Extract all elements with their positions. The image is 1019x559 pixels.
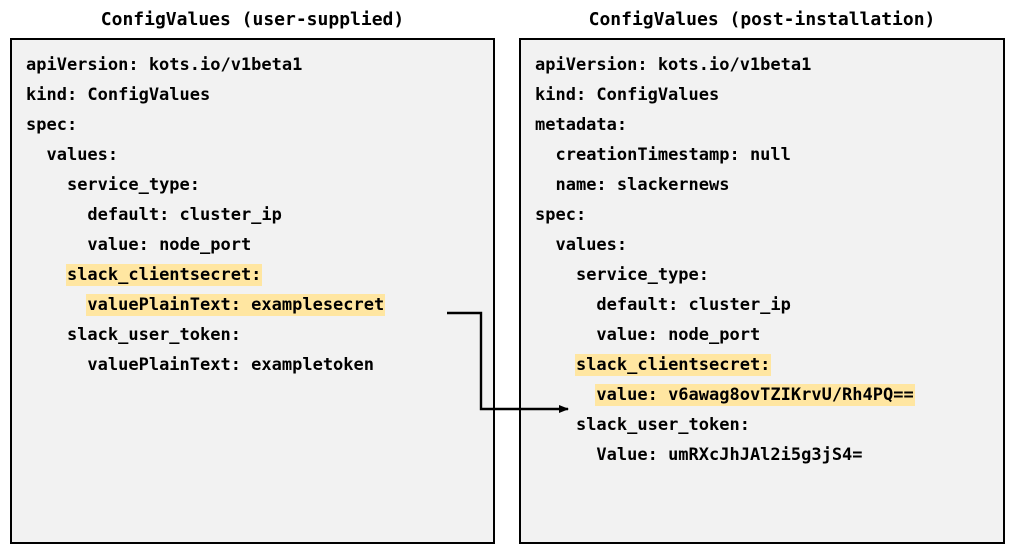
code-indent [26,175,67,195]
panel-title-user-supplied: ConfigValues (user-supplied) [100,9,405,30]
code-text: apiVersion: kots.io/v1beta1 [535,55,812,75]
code-line: slack_user_token: [12,320,493,350]
code-text: service_type: [575,265,710,285]
code-line: kind: ConfigValues [521,80,1003,110]
code-line: spec: [521,200,1003,230]
code-indent [535,145,555,165]
code-text: value: node_port [596,325,761,345]
code-text: kind: ConfigValues [535,85,720,105]
code-indent [535,445,596,465]
code-line: default: cluster_ip [12,200,493,230]
code-line: service_type: [521,260,1003,290]
code-text: valuePlainText: exampletoken [87,355,374,375]
code-line: valuePlainText: exampletoken [12,350,493,380]
code-indent [535,295,596,315]
code-indent [26,235,87,255]
code-indent [535,265,576,285]
code-indent [535,415,576,435]
code-text: values: [46,145,119,165]
configvalues-user-supplied-panel: apiVersion: kots.io/v1beta1 kind: ConfigV… [10,38,495,544]
code-line: slack_clientsecret: [12,260,493,290]
code-indent [535,175,555,195]
code-line: value: node_port [12,230,493,260]
code-line: name: slackernews [521,170,1003,200]
code-line: values: [521,230,1003,260]
configvalues-post-installation-panel: apiVersion: kots.io/v1beta1 kind: ConfigV… [519,38,1005,544]
code-line: metadata: [521,110,1003,140]
code-text-highlighted: slack_clientsecret: [575,355,771,375]
code-indent [26,205,87,225]
code-line: value: node_port [521,320,1003,350]
code-text: apiVersion: kots.io/v1beta1 [26,55,303,75]
code-line: creationTimestamp: null [521,140,1003,170]
code-text: creationTimestamp: null [555,145,791,165]
code-text: spec: [26,115,78,135]
yaml-code-block-user-supplied: apiVersion: kots.io/v1beta1 kind: ConfigV… [12,50,493,380]
code-line: apiVersion: kots.io/v1beta1 [12,50,493,80]
code-indent [535,385,596,405]
code-text: default: cluster_ip [87,205,282,225]
code-indent [535,235,555,255]
code-text: values: [555,235,628,255]
code-indent [26,295,87,315]
code-line: values: [12,140,493,170]
code-indent [26,145,46,165]
code-text: slack_user_token: [575,415,750,435]
code-line: default: cluster_ip [521,290,1003,320]
code-text: default: cluster_ip [596,295,791,315]
code-indent [26,325,67,345]
code-text-highlighted: valuePlainText: examplesecret [87,295,385,315]
code-text-highlighted: value: v6awag8ovTZIKrvU/Rh4PQ== [596,385,914,405]
code-line: apiVersion: kots.io/v1beta1 [521,50,1003,80]
code-indent [26,265,67,285]
code-text: name: slackernews [555,175,730,195]
code-line: spec: [12,110,493,140]
code-text: kind: ConfigValues [26,85,211,105]
yaml-code-block-post-installation: apiVersion: kots.io/v1beta1 kind: ConfigV… [521,50,1003,470]
code-text-highlighted: slack_clientsecret: [66,265,262,285]
code-text: service_type: [66,175,201,195]
code-indent [26,355,87,375]
code-line: slack_user_token: [521,410,1003,440]
code-text: value: node_port [87,235,252,255]
code-text: metadata: [535,115,628,135]
code-indent [535,325,596,345]
code-line: valuePlainText: examplesecret [12,290,493,320]
code-line: kind: ConfigValues [12,80,493,110]
panel-title-post-installation: ConfigValues (post-installation) [588,9,936,30]
code-text: Value: umRXcJhJAl2i5g3jS4= [596,445,863,465]
code-line: service_type: [12,170,493,200]
code-line: slack_clientsecret: [521,350,1003,380]
code-indent [535,355,576,375]
code-text: slack_user_token: [66,325,241,345]
code-line: value: v6awag8ovTZIKrvU/Rh4PQ== [521,380,1003,410]
code-text: spec: [535,205,587,225]
code-line: Value: umRXcJhJAl2i5g3jS4= [521,440,1003,470]
